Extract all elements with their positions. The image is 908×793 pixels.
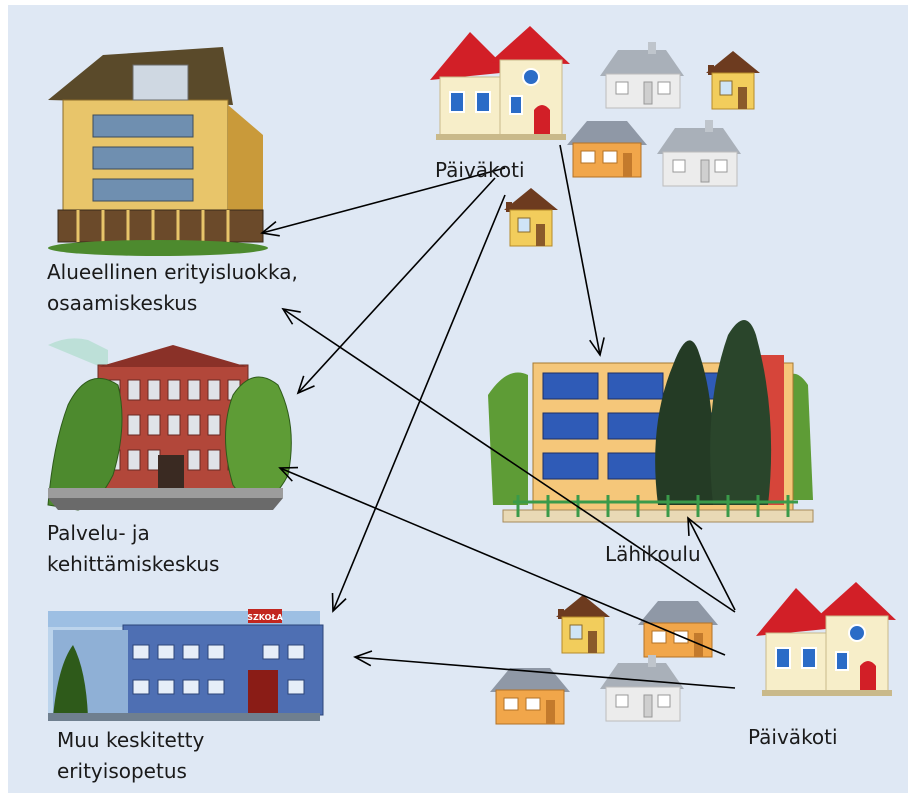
arrow-daycare_top-to-regional_class	[261, 167, 506, 234]
arrow-daycare_top-to-local_school	[559, 144, 601, 356]
arrowhead-other_special	[331, 592, 347, 613]
red-brick-school-icon	[47, 338, 292, 511]
label-local-school: Lähikoulu	[605, 542, 701, 566]
local-school-with-trees-icon	[488, 320, 814, 523]
arrow-daycare_top-to-other_special	[332, 194, 506, 612]
arrowhead-service_center	[296, 375, 315, 395]
arrowhead-local_school	[687, 516, 703, 537]
diagram-graphics: SZKOŁA	[47, 25, 897, 725]
houses-cluster-icon	[489, 581, 897, 725]
houses-cluster-icon	[429, 25, 761, 247]
arrow-daycare_bottom-to-regional_class	[282, 308, 736, 613]
arrowhead-regional_class	[260, 221, 280, 237]
arrow-daycare_bottom-to-service_center	[279, 467, 726, 656]
blue-school-building-icon: SZKOŁA	[48, 609, 324, 721]
arrowhead-service_center	[278, 466, 299, 482]
arrow-daycare_top-to-service_center	[297, 177, 496, 394]
label-other-special: Muu keskitetty erityisopetus	[57, 728, 205, 783]
school-sign-text: SZKOŁA	[247, 613, 283, 622]
diagram-canvas: SZKOŁA	[8, 5, 908, 793]
label-regional-class: Alueellinen erityisluokka, osaamiskeskus	[47, 260, 298, 315]
arrowhead-regional_class	[281, 307, 301, 325]
label-service-center: Palvelu- ja kehittämiskeskus	[47, 521, 220, 576]
apartment-building-icon	[48, 47, 268, 256]
diagram-arrows	[260, 144, 736, 689]
arrowhead-local_school	[589, 337, 605, 357]
arrow-daycare_bottom-to-local_school	[687, 517, 736, 611]
label-daycare-top: Päiväkoti	[435, 158, 525, 182]
arrow-daycare_bottom-to-other_special	[354, 656, 736, 689]
label-daycare-bottom: Päiväkoti	[748, 725, 838, 749]
arrowhead-other_special	[353, 650, 373, 667]
